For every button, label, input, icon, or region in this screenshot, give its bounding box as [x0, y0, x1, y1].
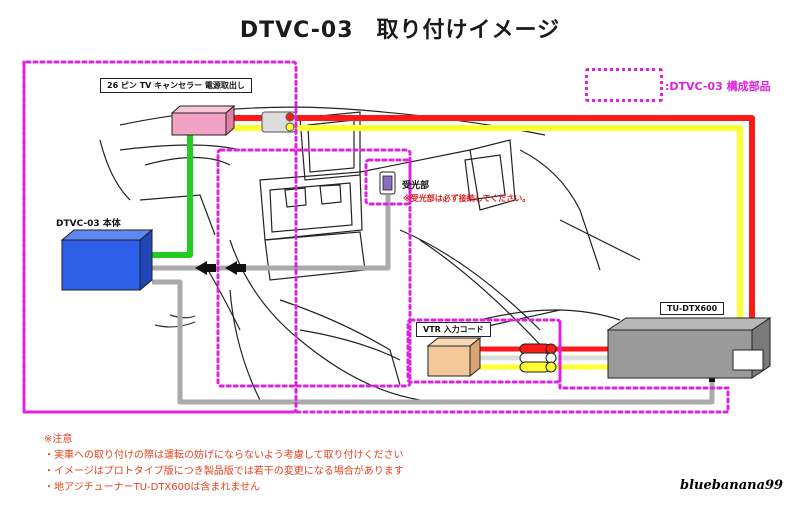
canceller-unit: [170, 104, 236, 137]
receiver-warning: ※受光部は必ず接続してください。: [403, 194, 531, 203]
red-cable: [232, 115, 755, 348]
note-item: ・実車への取り付けの際は運転の妨げにならないよう考慮して取り付けください: [44, 450, 404, 461]
vtr-cord-label: VTR 入力コード: [416, 322, 491, 337]
outline-vtr: [406, 318, 562, 384]
outline-main-area: [22, 60, 298, 414]
legend-swatch: [585, 68, 663, 102]
signature: bluebanana99: [680, 478, 784, 493]
vtr-box: [426, 336, 482, 378]
canceller-label: 26 ピン TV キャンセラー 電源取出し: [100, 78, 252, 93]
arrow-left-icon: [225, 261, 246, 275]
outline-center-area: [216, 148, 412, 388]
legend-text: :DTVC-03 構成部品: [665, 80, 771, 93]
tuner-label: TU-DTX600: [660, 302, 725, 315]
note-item: ・地アジチューナーTU-DTX600は含まれません: [44, 482, 261, 493]
car-interior-drawing: [99, 106, 641, 401]
receiver-label: 受光部: [402, 181, 430, 191]
canceller-connector: [261, 111, 297, 133]
main-unit-label: DTVC-03 本体: [56, 219, 121, 229]
tuner-box: [606, 317, 772, 379]
vtr-plugs: [519, 343, 557, 373]
note-item: ・イメージはプロトタイプ版につき製品版では若干の変更になる場合があります: [44, 466, 404, 477]
main-unit-box: [60, 228, 154, 292]
receiver-unit: [379, 171, 396, 195]
outline-receiver: [364, 158, 412, 206]
notes: ※注意 ・実車への取り付けの際は運転の妨げにならないよう考慮して取り付けください…: [44, 432, 404, 496]
diagram-title: DTVC-03 取り付けイメージ: [239, 18, 561, 43]
notes-heading: ※注意: [44, 434, 73, 445]
green-cable: [150, 134, 193, 258]
arrow-left-icon: [195, 261, 216, 275]
component-outlines: [22, 60, 730, 414]
